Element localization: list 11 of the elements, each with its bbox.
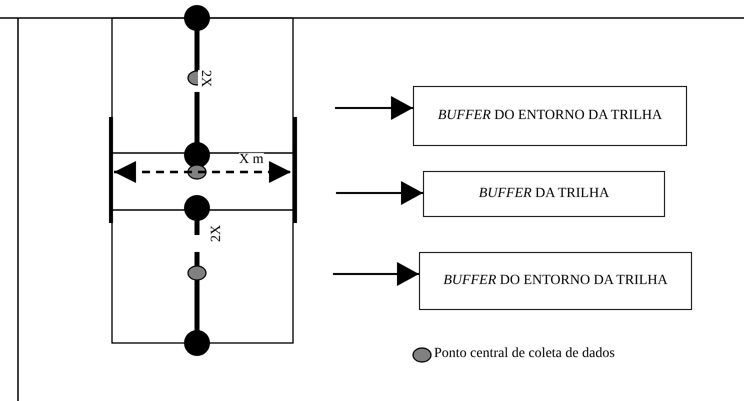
box-label: BUFFER DO ENTORNO DA TRILHA	[438, 108, 662, 124]
box-label: BUFFER DA TRILHA	[478, 186, 610, 202]
buffer-box	[413, 86, 687, 146]
arrow	[333, 262, 419, 286]
buffer-box	[423, 171, 665, 217]
arrow	[335, 96, 413, 120]
buffer-box	[419, 252, 692, 310]
arrow	[336, 181, 423, 205]
box-label: BUFFER DO ENTORNO DA TRILHA	[443, 272, 668, 290]
legend-label: Ponto central de coleta de dados	[434, 346, 615, 362]
dimension-label: 2X	[198, 70, 212, 88]
